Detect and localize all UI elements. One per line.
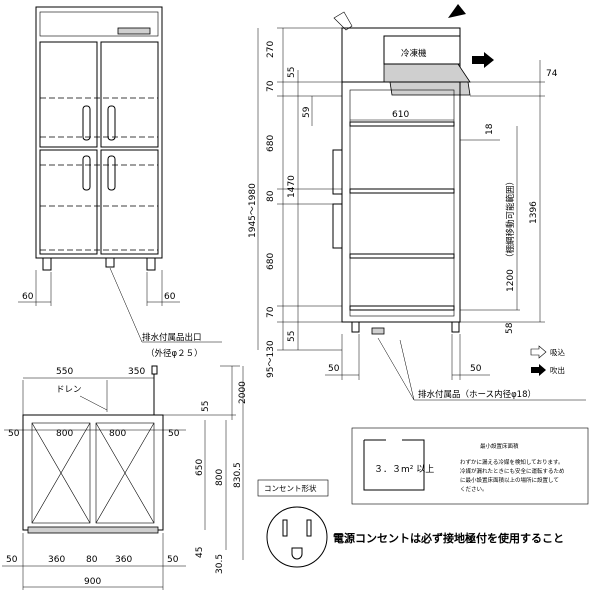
install-note-3: に最小設置床面積以上の場所に設置して (460, 476, 559, 484)
side-dim-270: 270 (266, 41, 276, 58)
side-inner-59: 59 (302, 106, 312, 118)
top-bottom-360-left: 360 (48, 555, 65, 565)
outlet-title: コンセント形状 (264, 483, 317, 493)
side-dim-70-top: 70 (266, 80, 276, 92)
top-dim-650: 650 (195, 459, 205, 476)
side-depth-610: 610 (392, 110, 409, 120)
top-right-50: 50 (168, 429, 180, 439)
side-dim-95-130: 95～130 (266, 340, 276, 378)
min-area-title: 最小設置床面積 (480, 442, 519, 450)
top-dim-45: 45 (195, 547, 205, 558)
top-view: 550 350 ドレン 2000 55 50 800 800 50 650 80 (2, 365, 248, 590)
side-dim-70-bottom: 70 (266, 306, 276, 318)
exhaust-arrow-icon (448, 4, 466, 18)
install-note-4: ください。 (460, 486, 488, 493)
top-dim-800: 800 (215, 469, 225, 486)
top-cell-left-800: 800 (56, 429, 73, 439)
side-dim-74: 74 (546, 69, 558, 79)
front-dim-right: 60 (164, 292, 176, 302)
top-dim-55: 55 (201, 401, 211, 412)
top-dim-350: 350 (128, 367, 145, 377)
side-shelf-range: （棚網移動可能範囲） (505, 177, 516, 262)
install-area-label: ３．３m² 以上 (374, 464, 434, 475)
side-inner-1470: 1470 (287, 175, 297, 198)
condenser-label: 冷凍機 (401, 48, 427, 59)
side-hose-label: 排水付属品（ホース内径φ18） (418, 389, 536, 400)
legend-exhaust: 吹出 (550, 365, 565, 375)
front-drain-label: 排水付属品出口 (142, 332, 202, 343)
side-dim-58: 58 (505, 322, 515, 334)
top-bottom-50-left: 50 (6, 555, 18, 565)
top-bottom-50-right: 50 (167, 555, 179, 565)
side-inner-55-bottom: 55 (287, 331, 297, 342)
top-cell-right-800: 800 (109, 429, 126, 439)
intake-arrow-icon (333, 11, 353, 31)
front-view: 60 60 排水付属品出口 （外径φ２５） (18, 6, 222, 359)
outlet-section: コンセント形状 電源コンセントは必ず接地極付を使用すること (257, 479, 564, 568)
top-dim-830-5: 830.5 (233, 462, 243, 488)
airflow-legend: 吸込 吹出 (530, 345, 565, 376)
side-view: 冷凍機 270 70 680 80 680 (248, 4, 586, 401)
install-note-2: 冷媒が漏れたときにも安全に運転するため (460, 467, 565, 475)
exhaust-legend-icon (531, 364, 546, 376)
outlet-notice: 電源コンセントは必ず接地極付を使用すること (333, 531, 564, 545)
side-dim-1396: 1396 (529, 201, 539, 224)
exhaust-arrow-icon (472, 52, 494, 68)
side-dim-680-bottom: 680 (266, 253, 276, 270)
side-bottom-left-50: 50 (328, 364, 340, 374)
side-bottom-right-50: 50 (470, 364, 482, 374)
side-total-height: 1945～1980 (248, 183, 258, 238)
top-bottom-80: 80 (86, 555, 98, 565)
install-area-box: ３．３m² 以上 最小設置床面積 わずかに漏える冷媒を検知しております。 冷媒が… (351, 427, 589, 505)
front-dim-left: 60 (22, 292, 34, 302)
side-dim-18: 18 (485, 123, 495, 135)
top-dim-30-5: 30.5 (215, 554, 225, 574)
intake-legend-icon (530, 345, 547, 359)
top-dim-550: 550 (56, 367, 73, 377)
top-total-900: 900 (84, 577, 101, 587)
legend-intake: 吸込 (550, 348, 565, 357)
top-drain-label: ドレン (56, 385, 82, 395)
install-note-1: わずかに漏える冷媒を検知しております。 (460, 458, 563, 466)
top-left-50: 50 (8, 429, 20, 439)
outlet-shape-icon (266, 506, 328, 568)
side-dim-680-top: 680 (266, 135, 276, 152)
side-inner-55-top: 55 (287, 67, 297, 78)
front-drain-sub: （外径φ２５） (146, 348, 203, 359)
side-dim-1200: 1200 (506, 269, 516, 292)
top-bottom-360-right: 360 (115, 555, 132, 565)
side-dim-80: 80 (266, 190, 276, 202)
